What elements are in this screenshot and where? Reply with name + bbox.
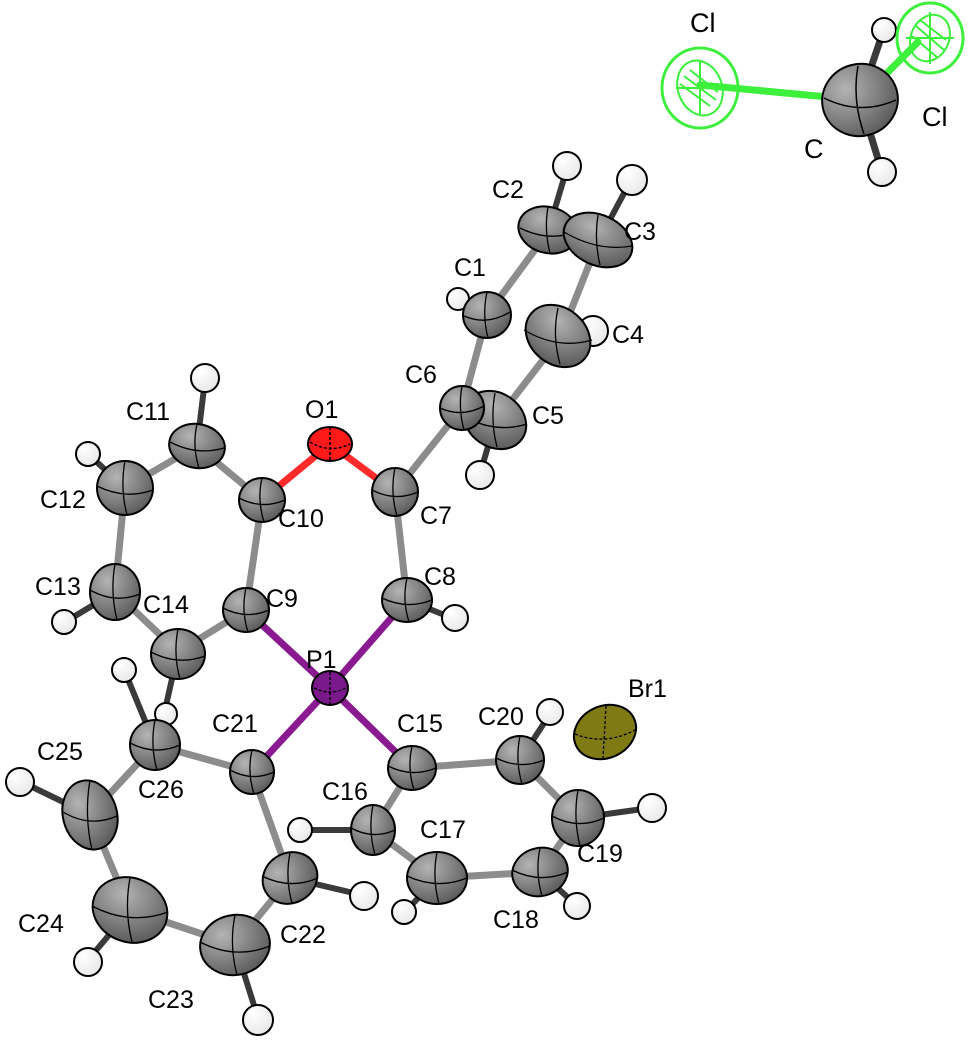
hydrogen-atom bbox=[73, 947, 103, 977]
label-c25: C25 bbox=[37, 738, 83, 766]
hydrogen-atom bbox=[637, 793, 667, 823]
label-c15: C15 bbox=[397, 710, 443, 738]
atom-c17 bbox=[406, 851, 468, 905]
label-c2: C2 bbox=[492, 176, 524, 204]
atom-c8 bbox=[381, 577, 433, 623]
atom-c24 bbox=[91, 876, 169, 944]
label-c22: C22 bbox=[280, 921, 326, 949]
atom-c12 bbox=[96, 460, 154, 516]
label-o1: O1 bbox=[305, 396, 338, 424]
label-c18: C18 bbox=[493, 906, 539, 934]
hydrogen-atom bbox=[616, 164, 648, 196]
hydrogen-atom bbox=[349, 881, 379, 911]
atom-o1 bbox=[307, 426, 353, 462]
label-c12: C12 bbox=[40, 486, 86, 514]
atom-c23 bbox=[199, 913, 271, 977]
atom-c14 bbox=[150, 628, 206, 680]
hydrogen-atom bbox=[111, 657, 137, 683]
atom-cl-a bbox=[660, 46, 740, 130]
label-br1: Br1 bbox=[628, 675, 667, 703]
atom-c7 bbox=[371, 467, 419, 517]
label-c14: C14 bbox=[143, 591, 189, 619]
atom-c26 bbox=[129, 719, 181, 771]
label-c6: C6 bbox=[405, 361, 437, 389]
label-c23: C23 bbox=[148, 986, 194, 1014]
hydrogen-atom bbox=[242, 1004, 274, 1036]
label-c17: C17 bbox=[420, 816, 466, 844]
atom-c18 bbox=[511, 846, 569, 898]
atom-c16 bbox=[350, 804, 396, 856]
label-c26: C26 bbox=[138, 776, 184, 804]
label-c10: C10 bbox=[278, 505, 324, 533]
atom-c-dcm bbox=[821, 62, 899, 138]
label-c21: C21 bbox=[212, 710, 258, 738]
hydrogen-atom bbox=[871, 17, 897, 43]
hydrogen-atom bbox=[391, 899, 417, 925]
atom-c13 bbox=[89, 563, 141, 621]
atom-c25 bbox=[61, 779, 119, 851]
label-c16: C16 bbox=[322, 778, 368, 806]
atom-c19 bbox=[551, 789, 605, 847]
label-c-dcm: C bbox=[804, 134, 824, 164]
label-c8: C8 bbox=[424, 563, 456, 591]
label-c7: C7 bbox=[420, 502, 452, 530]
label-c3: C3 bbox=[624, 218, 656, 246]
heavy-atoms bbox=[61, 1, 965, 977]
label-c4: C4 bbox=[612, 321, 644, 349]
atom-p1 bbox=[311, 670, 349, 706]
hydrogen-atom bbox=[5, 767, 35, 797]
hydrogen-atom bbox=[536, 698, 564, 726]
atom-c15 bbox=[387, 745, 437, 791]
atom-c9 bbox=[222, 587, 270, 633]
atom-c20 bbox=[495, 735, 545, 785]
atom-cl-b bbox=[895, 1, 965, 75]
bonds bbox=[19, 31, 922, 1021]
hydrogen-atom bbox=[190, 363, 220, 393]
hydrogen-atom bbox=[75, 441, 101, 467]
hydrogen-atom bbox=[867, 157, 897, 187]
hydrogen-atom bbox=[441, 604, 469, 632]
atom-labels: Cl Cl C C1 C2 C3 C4 C5 C6 O1 C7 C8 C9 C1… bbox=[18, 8, 948, 1014]
label-c20: C20 bbox=[478, 703, 524, 731]
label-c13: C13 bbox=[35, 573, 81, 601]
hydrogen-atom bbox=[563, 892, 591, 920]
label-c5: C5 bbox=[532, 402, 564, 430]
atom-c11 bbox=[168, 422, 226, 470]
hydrogen-atom bbox=[552, 151, 582, 181]
atom-c1 bbox=[462, 291, 512, 339]
label-c1: C1 bbox=[454, 254, 486, 282]
atom-c21 bbox=[229, 749, 275, 795]
atom-c4 bbox=[523, 303, 593, 369]
atom-br1 bbox=[572, 703, 638, 761]
hydrogen-atom bbox=[287, 817, 313, 843]
label-cl-a: Cl bbox=[690, 8, 716, 38]
label-c11: C11 bbox=[126, 398, 170, 426]
label-c19: C19 bbox=[577, 840, 623, 868]
label-c9: C9 bbox=[266, 585, 298, 613]
hydrogen-atoms bbox=[5, 17, 897, 1036]
atom-c6 bbox=[439, 385, 485, 431]
hydrogen-atom bbox=[51, 609, 77, 635]
label-p1: P1 bbox=[306, 646, 337, 674]
atom-c3 bbox=[562, 211, 634, 269]
hydrogen-atom bbox=[465, 460, 495, 490]
label-c24: C24 bbox=[18, 910, 64, 938]
atom-c22 bbox=[261, 851, 319, 905]
atom-c10 bbox=[238, 477, 286, 523]
label-cl-b: Cl bbox=[922, 102, 948, 132]
